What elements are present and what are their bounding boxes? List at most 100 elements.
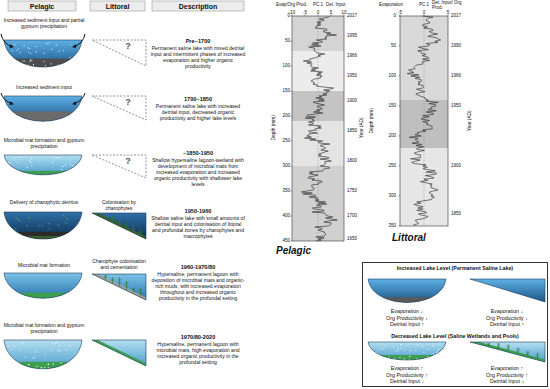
gypsum-crystal xyxy=(51,349,52,350)
gypsum-crystal xyxy=(409,356,410,357)
gypsum-crystal xyxy=(43,61,44,62)
gypsum-crystal xyxy=(439,356,440,357)
gypsum-crystal xyxy=(374,359,375,360)
plant-branch xyxy=(125,225,129,226)
gypsum-crystal xyxy=(40,367,41,368)
trend-text: Detrital Input ↓ xyxy=(468,378,546,385)
year-label: 1850 xyxy=(451,211,467,217)
axis-heading: Det. Input/ Org Prod. xyxy=(432,0,462,10)
charophyte-detritus xyxy=(41,225,43,227)
axis-heading: Det. Input xyxy=(326,2,356,7)
littoral-wedge xyxy=(92,155,146,178)
littoral-water xyxy=(470,342,545,362)
depth-label: 300 xyxy=(374,193,396,199)
plant-branch xyxy=(506,348,510,349)
gypsum-crystal xyxy=(75,66,76,67)
gypsum-crystal xyxy=(35,352,36,353)
year-label: 1800 xyxy=(347,158,363,164)
gypsum-crystal xyxy=(11,66,12,67)
depth-label: 450 xyxy=(268,238,290,244)
gypsum-crystal xyxy=(36,51,37,52)
tick-label: 5 xyxy=(324,10,338,16)
littoral-wedge xyxy=(470,342,545,362)
charophyte-detritus xyxy=(48,223,50,225)
depth-label: 0 xyxy=(374,13,396,19)
sediment-layer xyxy=(368,355,446,366)
charophyte-detritus xyxy=(17,218,19,220)
charophyte-detritus xyxy=(26,225,28,227)
tick-label: -5 xyxy=(298,10,312,16)
gypsum-crystal xyxy=(51,49,52,50)
gypsum-crystal xyxy=(14,346,15,347)
plant-stem xyxy=(126,281,127,290)
column-header-box xyxy=(152,1,244,11)
column-header-box xyxy=(90,1,145,11)
gypsum-crystal xyxy=(434,358,435,359)
period-title: 1700~1850 xyxy=(150,96,246,103)
lake-basin xyxy=(4,96,82,130)
gypsum-crystal xyxy=(20,52,21,53)
plant-branch xyxy=(104,214,108,215)
gypsum-crystal xyxy=(66,364,67,365)
plant-branch xyxy=(118,282,122,283)
gypsum-crystal xyxy=(418,344,419,345)
gypsum-crystal xyxy=(76,67,77,68)
gypsum-crystal xyxy=(427,360,428,361)
gypsum-crystal xyxy=(18,48,19,49)
gypsum-crystal xyxy=(27,47,28,48)
gypsum-crystal xyxy=(16,50,17,51)
gypsum-crystal xyxy=(73,365,74,366)
period-title: 1950-1960 xyxy=(150,208,246,215)
tick-mark xyxy=(291,241,293,242)
gypsum-crystal xyxy=(63,166,64,167)
core-plot xyxy=(399,15,449,227)
axis-heading: PC 1 xyxy=(417,2,431,7)
axis-title: Year (AD) xyxy=(359,103,365,153)
gypsum-crystal xyxy=(63,64,64,65)
gypsum-crystal xyxy=(28,51,29,52)
gypsum-crystal xyxy=(71,61,72,62)
gypsum-crystal xyxy=(45,65,46,66)
tick-mark xyxy=(291,41,293,42)
gypsum-crystal xyxy=(440,360,441,361)
gypsum-crystal xyxy=(33,64,34,65)
charophyte-detritus xyxy=(66,218,68,220)
plant-branch xyxy=(118,279,122,280)
gypsum-crystal xyxy=(48,364,49,365)
core-name: Littoral xyxy=(392,232,452,244)
plant-stem xyxy=(112,216,113,222)
lake-basin xyxy=(368,279,446,310)
gypsum-crystal xyxy=(56,45,57,46)
gypsum-crystal xyxy=(386,359,387,360)
column-header-box xyxy=(8,1,76,11)
gypsum-crystal xyxy=(75,366,76,367)
plant-stem xyxy=(105,275,106,280)
gypsum-crystal xyxy=(58,350,59,351)
littoral-water xyxy=(92,274,146,300)
pc1-trace xyxy=(407,16,441,226)
gypsum-crystal xyxy=(377,356,378,357)
wedge-outline xyxy=(92,213,146,239)
axis-heading: PC 1 xyxy=(311,2,325,7)
wedge-outline xyxy=(470,342,545,362)
process-label: Microbial mat formation and gypsum preci… xyxy=(1,137,87,149)
gypsum-crystal xyxy=(80,67,81,68)
period-description: Hypersaline, permanent lagoon with micro… xyxy=(150,341,246,365)
gypsum-crystal xyxy=(43,53,44,54)
lake-basin xyxy=(4,340,82,378)
gypsum-crystal xyxy=(437,356,438,357)
plant-branch xyxy=(536,356,540,357)
plant-branch xyxy=(139,230,143,231)
gypsum-crystal xyxy=(400,348,401,349)
gypsum-crystal xyxy=(31,162,32,163)
littoral-wedge xyxy=(470,279,545,302)
gypsum-crystal xyxy=(31,60,32,61)
gypsum-crystal xyxy=(22,342,23,343)
basin-outline xyxy=(4,212,82,239)
depth-label: 50 xyxy=(268,38,290,44)
plant-stem xyxy=(119,277,120,286)
gypsum-crystal xyxy=(51,63,52,64)
gypsum-crystal xyxy=(70,57,71,58)
year-label: 1700 xyxy=(347,213,363,219)
